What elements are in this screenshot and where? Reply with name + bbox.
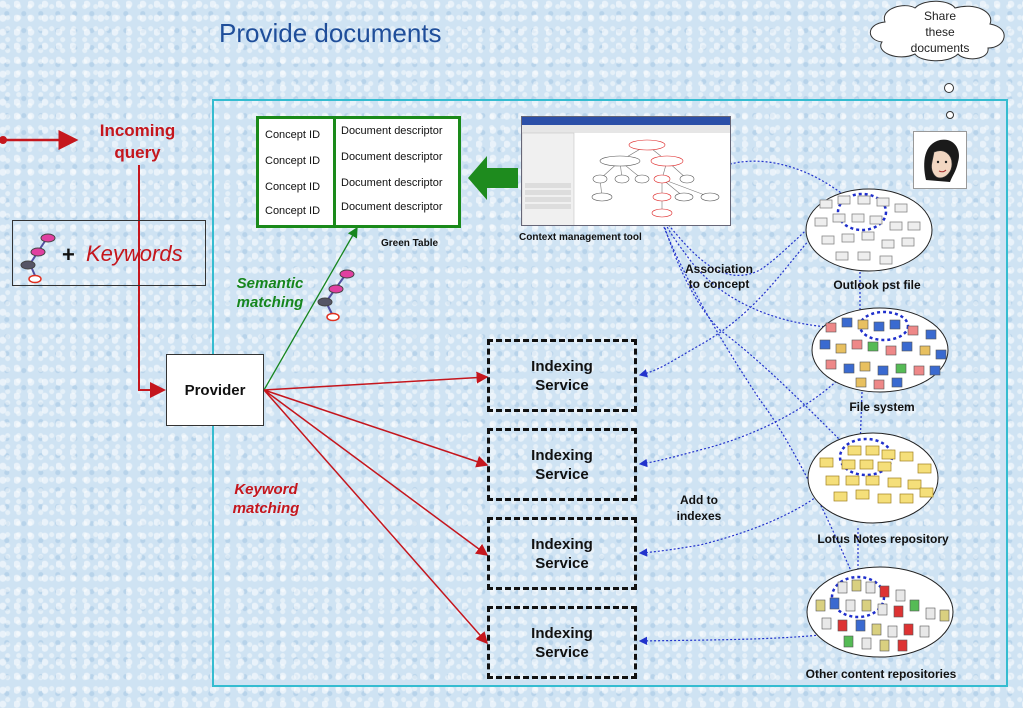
green-left-arrow	[468, 156, 518, 200]
semantic-matching-line	[263, 226, 358, 391]
association-label: Association to concept	[684, 262, 753, 291]
document-descriptor-cell: Document descriptor	[341, 177, 443, 189]
keyword-matching-label: Keyword matching	[232, 481, 300, 517]
green-table-label: Green Table	[381, 238, 439, 249]
repo-outlook-pst	[805, 188, 933, 272]
concept-id-cell: Concept ID	[265, 205, 321, 217]
concept-id-cell: Concept ID	[265, 181, 321, 193]
repo-file-system	[811, 307, 949, 393]
keywords-plus: +	[62, 242, 75, 267]
add-to-indexes-label: Add to indexes	[676, 493, 722, 523]
green-table: Concept ID Document descriptor Concept I…	[256, 116, 461, 228]
green-table-divider	[333, 119, 336, 225]
indexing-service-box: Indexing Service	[487, 428, 637, 501]
indexing-service-box: Indexing Service	[487, 517, 637, 590]
document-descriptor-cell: Document descriptor	[341, 201, 443, 213]
repo-connector	[857, 236, 863, 580]
document-descriptor-cell: Document descriptor	[341, 151, 443, 163]
incoming-query-label: Incoming query	[99, 121, 176, 162]
person-face-icon	[924, 139, 960, 182]
indexing-service-box: Indexing Service	[487, 606, 637, 679]
context-tool-graph-icon	[522, 117, 730, 225]
repo-label-outlook: Outlook pst file	[833, 278, 921, 292]
green-table-row: Concept ID Document descriptor	[259, 197, 458, 221]
context-tool-screenshot	[521, 116, 731, 226]
repo-label-lotus: Lotus Notes repository	[817, 532, 949, 546]
green-table-row: Concept ID Document descriptor	[259, 173, 458, 197]
thought-cloud	[869, 0, 1005, 119]
document-descriptor-cell: Document descriptor	[341, 125, 443, 137]
green-table-row: Concept ID Document descriptor	[259, 147, 458, 171]
context-tool-label: Context management tool	[519, 232, 642, 243]
indexing-service-box: Indexing Service	[487, 339, 637, 412]
concept-id-cell: Concept ID	[265, 155, 321, 167]
keyword-matching-lines	[263, 371, 489, 645]
page-title: Provide documents	[219, 18, 442, 48]
incoming-query-arrow	[0, 130, 79, 150]
provider-box: Provider	[166, 354, 264, 426]
semantic-matching-label: Semantic matching	[236, 275, 304, 311]
keywords-symbol-icon	[20, 233, 56, 284]
provider-label: Provider	[184, 381, 246, 399]
keywords-label: Keywords	[86, 241, 183, 266]
query-to-provider-line	[138, 165, 166, 398]
repo-label-file-system: File system	[849, 400, 915, 414]
repo-label-other: Other content repositories	[805, 667, 957, 681]
keywords-box	[12, 220, 206, 286]
semantic-symbol-icon	[317, 269, 355, 322]
concept-id-cell: Concept ID	[265, 129, 321, 141]
repo-other-content	[806, 566, 954, 658]
share-documents-text: Share these documents	[910, 9, 970, 55]
green-table-row: Concept ID Document descriptor	[259, 121, 458, 145]
repo-lotus-notes	[807, 432, 939, 524]
person-avatar	[913, 131, 967, 189]
